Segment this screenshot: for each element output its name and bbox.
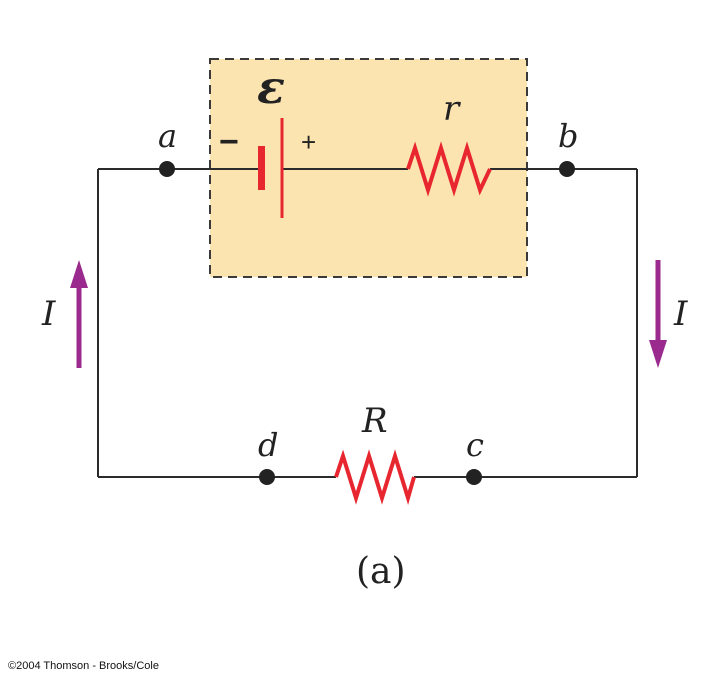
node-a-label: a — [158, 117, 177, 155]
copyright-notice: ©2004 Thomson - Brooks/Cole — [8, 660, 159, 672]
current-arrow-left — [70, 260, 88, 368]
external-resistor-symbol — [334, 449, 416, 506]
node-d-label: d — [258, 426, 278, 464]
battery-symbol — [258, 118, 284, 218]
battery-negative-plate — [258, 146, 265, 190]
current-label-right: I — [673, 294, 688, 334]
internal-resistor-symbol — [406, 141, 492, 197]
plus-sign: + — [301, 127, 316, 157]
minus-sign: − — [219, 123, 239, 161]
current-arrow-right — [649, 260, 667, 368]
external-resistance-label: R — [361, 401, 388, 441]
node-b-label: b — [558, 117, 578, 155]
node-c-dot — [466, 469, 482, 485]
node-a-dot — [159, 161, 175, 177]
node-b-dot — [559, 161, 575, 177]
current-label-left: I — [41, 294, 56, 334]
node-d-dot — [259, 469, 275, 485]
node-c-label: c — [466, 426, 484, 464]
internal-resistance-label: r — [443, 89, 461, 129]
wires — [97, 168, 638, 478]
figure-caption: (a) — [356, 551, 406, 592]
emf-label: ε — [257, 60, 285, 114]
